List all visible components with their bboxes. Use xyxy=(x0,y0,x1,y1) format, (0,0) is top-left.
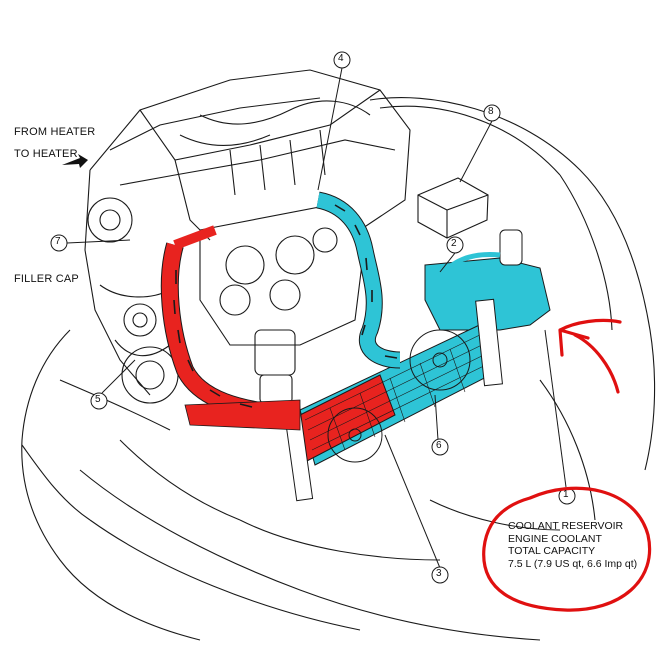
callout-4-circle xyxy=(333,51,351,69)
callout-3-number: 3 xyxy=(436,568,442,579)
car-body-outline xyxy=(21,97,656,641)
callout-1-number: 1 xyxy=(563,489,569,500)
cold-coolant-path xyxy=(315,191,401,369)
label-filler-cap: FILLER CAP xyxy=(14,273,79,285)
label-to-heater: TO HEATER xyxy=(14,148,78,160)
callout-6-circle xyxy=(431,438,449,456)
callout-2-number: 2 xyxy=(451,238,457,249)
note-line-total-capacity: TOTAL CAPACITY xyxy=(508,545,596,557)
red-annotation xyxy=(482,318,652,612)
note-line-capacity-value: 7.5 L (7.9 US qt, 6.6 Imp qt) xyxy=(508,557,638,570)
callout-circles xyxy=(50,51,576,584)
callout-3-circle xyxy=(431,566,449,584)
reservoir-and-radiator xyxy=(282,229,551,502)
heater-arrow-icon xyxy=(62,154,88,168)
callout-7-number: 7 xyxy=(55,236,61,247)
callout-2-circle xyxy=(446,236,464,254)
callout-4-number: 4 xyxy=(338,53,344,64)
callout-8-circle xyxy=(483,104,501,122)
red-circle-icon xyxy=(482,486,652,612)
callout-8-number: 8 xyxy=(488,106,494,117)
callout-5-circle xyxy=(90,392,108,410)
relay-box xyxy=(417,177,489,239)
engine-block xyxy=(84,69,411,404)
note-line-engine-coolant: ENGINE COOLANT xyxy=(508,532,602,545)
note-line-reservoir: COOLANT RESERVOIR xyxy=(508,520,624,532)
callout-6-number: 6 xyxy=(436,440,442,451)
red-arrow-icon xyxy=(558,318,622,357)
coolant-capacity-note: COOLANT RESERVOIR ENGINE COOLANT TOTAL C… xyxy=(508,520,637,570)
label-from-heater: FROM HEATER xyxy=(14,126,96,138)
hot-coolant-path xyxy=(160,225,301,431)
callout-7-circle xyxy=(50,234,68,252)
callout-5-number: 5 xyxy=(95,394,101,405)
